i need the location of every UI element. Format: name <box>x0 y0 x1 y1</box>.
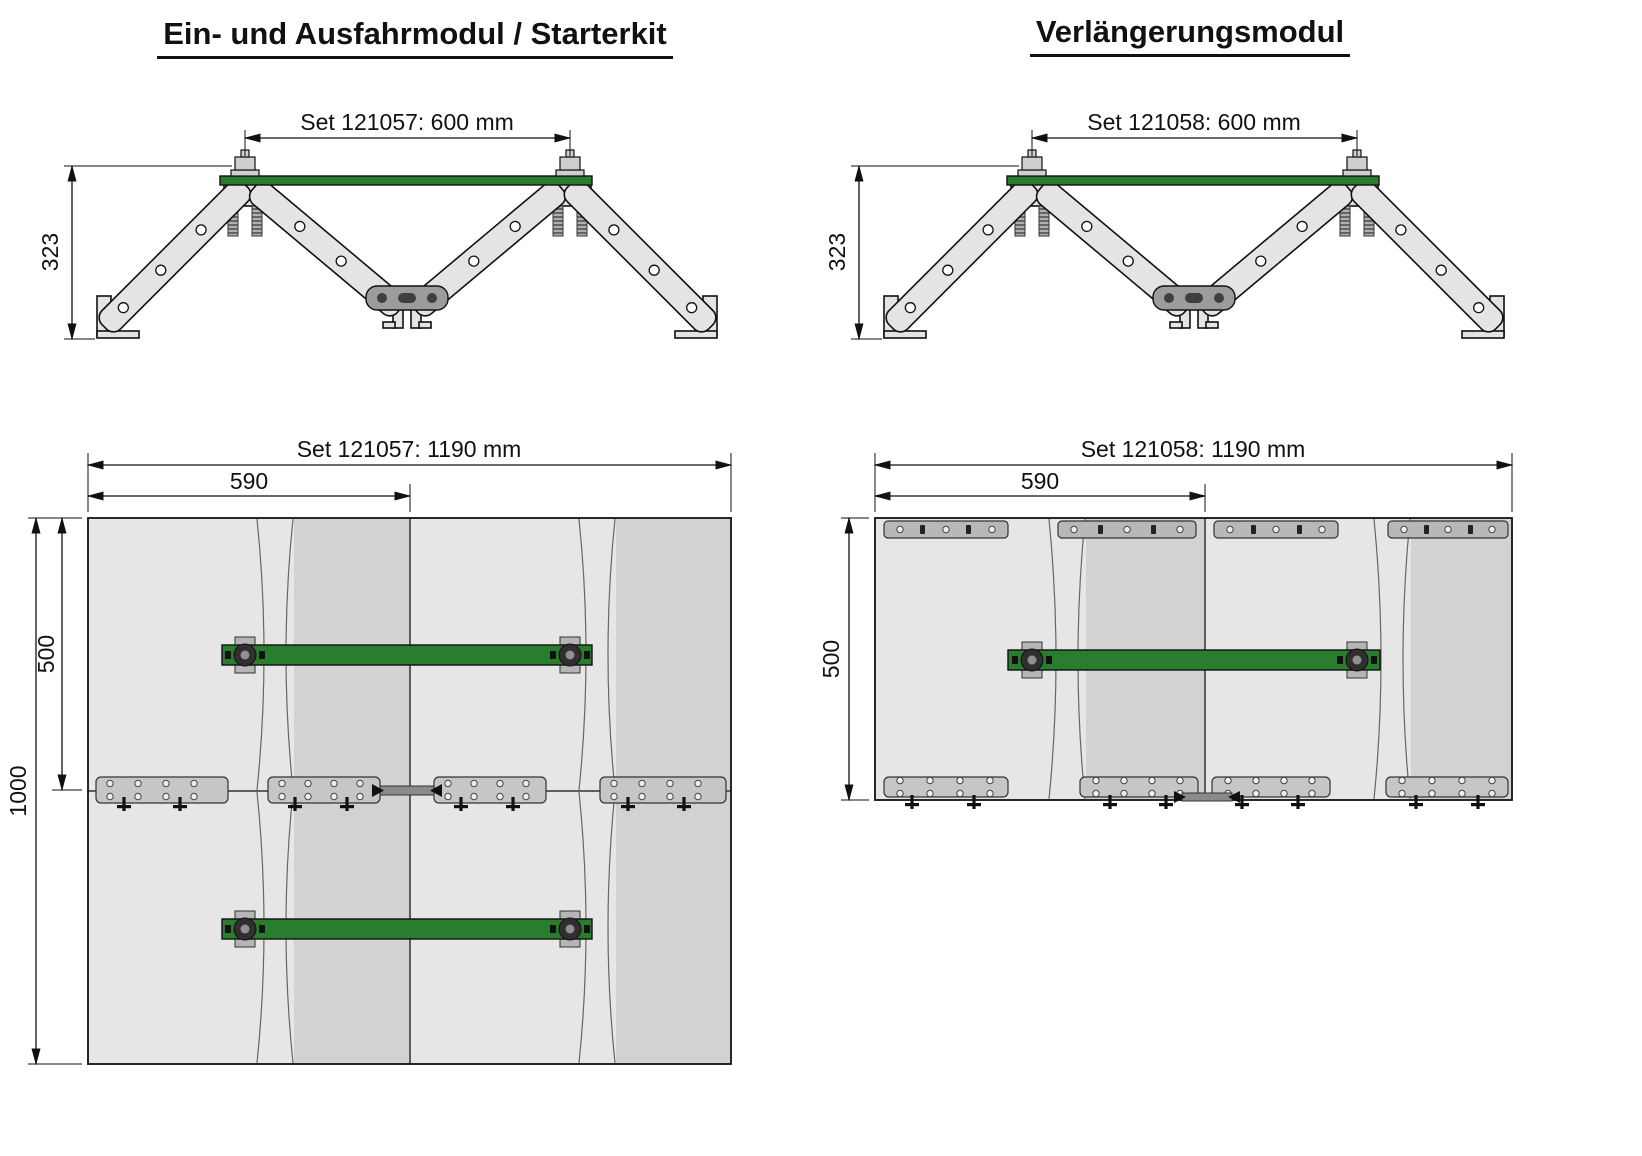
center-connector-plate <box>365 285 449 311</box>
support-arm-outer-left <box>98 179 252 333</box>
left-top-view: Set 121057: 1190 mm 590 1000 500 <box>5 436 733 1066</box>
left-front-height-dimension: 323 <box>37 233 63 271</box>
center-tension-rod <box>1174 791 1240 803</box>
bottom-edge-connector-plates <box>883 776 1509 809</box>
support-rail-green-lower <box>221 910 593 948</box>
left-top-dimensions: Set 121057: 1190 mm 590 1000 500 <box>5 436 733 1066</box>
left-top-width-dimension: Set 121057: 1190 mm <box>297 436 522 462</box>
left-module-header: Ein- und Ausfahrmodul / Starterkit <box>90 16 740 59</box>
left-top-half-height-dimension: 500 <box>33 635 59 673</box>
right-front-dimensions: Set 121058: 600 mm 323 <box>824 109 1359 341</box>
support-rail-green <box>1007 641 1381 679</box>
front-view-assembly <box>96 149 718 339</box>
right-top-view: Set 121058: 1190 mm 590 500 <box>818 436 1514 809</box>
right-front-width-dimension: Set 121058: 600 mm <box>1087 109 1301 135</box>
center-tension-rod <box>372 784 442 797</box>
front-view-assembly-right <box>881 149 1508 339</box>
right-top-half-height-dimension: 500 <box>818 640 844 678</box>
left-front-dimensions: Set 121057: 600 mm 323 <box>37 109 572 341</box>
left-top-half-width-dimension: 590 <box>230 468 268 494</box>
right-top-half-width-dimension: 590 <box>1021 468 1059 494</box>
seam-connector-plates <box>95 776 727 811</box>
right-top-dimensions: Set 121058: 1190 mm 590 500 <box>818 436 1514 802</box>
support-rail-green-upper <box>221 636 593 674</box>
right-module-header: Verlängerungsmodul <box>910 14 1470 57</box>
top-edge-clamp-plates <box>883 520 1509 539</box>
right-front-height-dimension: 323 <box>824 233 850 271</box>
left-module-title: Ein- und Ausfahrmodul / Starterkit <box>157 16 673 59</box>
support-arm-outer-right <box>563 179 717 333</box>
left-top-height-dimension: 1000 <box>5 765 31 816</box>
top-rail-green <box>219 175 593 186</box>
right-module-title: Verlängerungsmodul <box>1029 14 1351 57</box>
right-top-width-dimension: Set 121058: 1190 mm <box>1081 436 1306 462</box>
left-front-width-dimension: Set 121057: 600 mm <box>300 109 514 135</box>
